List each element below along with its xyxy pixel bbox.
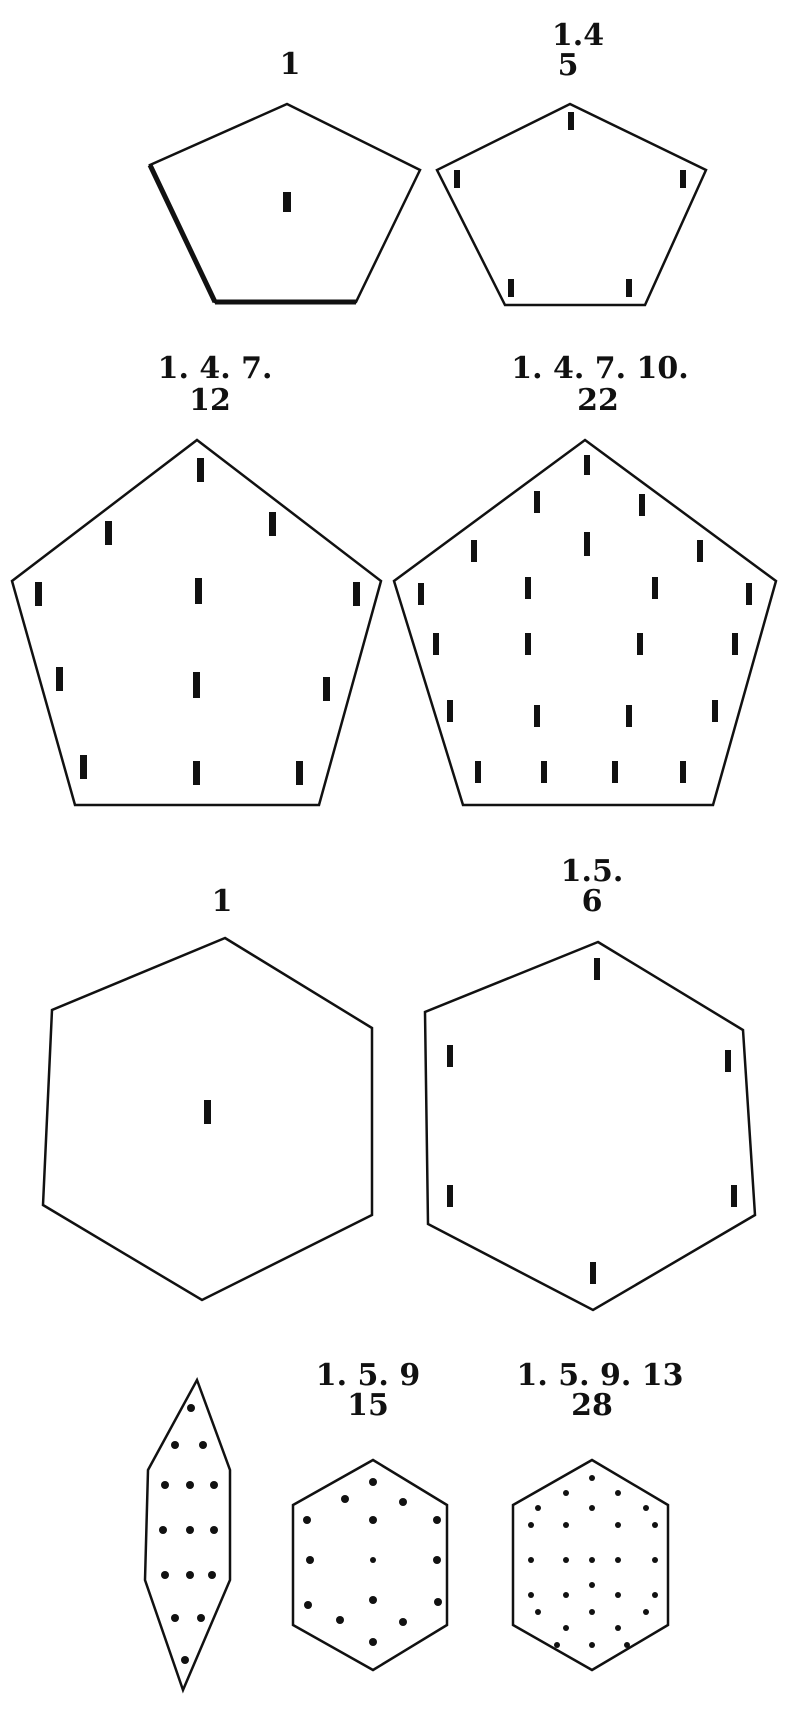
pentagon-5-label-line1: 1.4 [552, 18, 604, 53]
hexagon-1-label: 1 [212, 884, 233, 919]
hexagon-28-label-line1: 1. 5. 9. 13 [516, 1358, 683, 1393]
hexagon-6 [423, 940, 757, 1312]
pentagon-22-label-line2: 22 [577, 383, 619, 418]
hexagon-1-dot [204, 1100, 211, 1124]
hexagon-1 [41, 936, 374, 1302]
pentagon-12-label-line2: 12 [189, 383, 231, 418]
hexagon-15 [291, 1458, 449, 1672]
hexagon-15-label-line1: 1. 5. 9 [316, 1358, 420, 1393]
hexagon-6-label-line2: 6 [582, 884, 603, 919]
pentagon-5 [435, 102, 708, 307]
pentagon-1-dot [283, 192, 291, 212]
hexagon-28 [511, 1458, 670, 1672]
pentagon-22 [392, 438, 778, 807]
pentagon-1 [147, 102, 422, 305]
pentagon-22-label-line1: 1. 4. 7. 10. [511, 351, 688, 386]
pentagon-1-label: 1 [280, 47, 301, 82]
hexagon-15-label-line2: 15 [347, 1388, 389, 1423]
pentagon-12 [10, 438, 383, 807]
hexagon-28-label-line2: 28 [571, 1388, 613, 1423]
hexagon-6-label-line1: 1.5. [561, 854, 624, 889]
pentagon-12-label-line1: 1. 4. 7. [158, 351, 273, 386]
elongated-hexagon [143, 1376, 232, 1694]
pentagon-5-label-line2: 5 [558, 48, 579, 83]
